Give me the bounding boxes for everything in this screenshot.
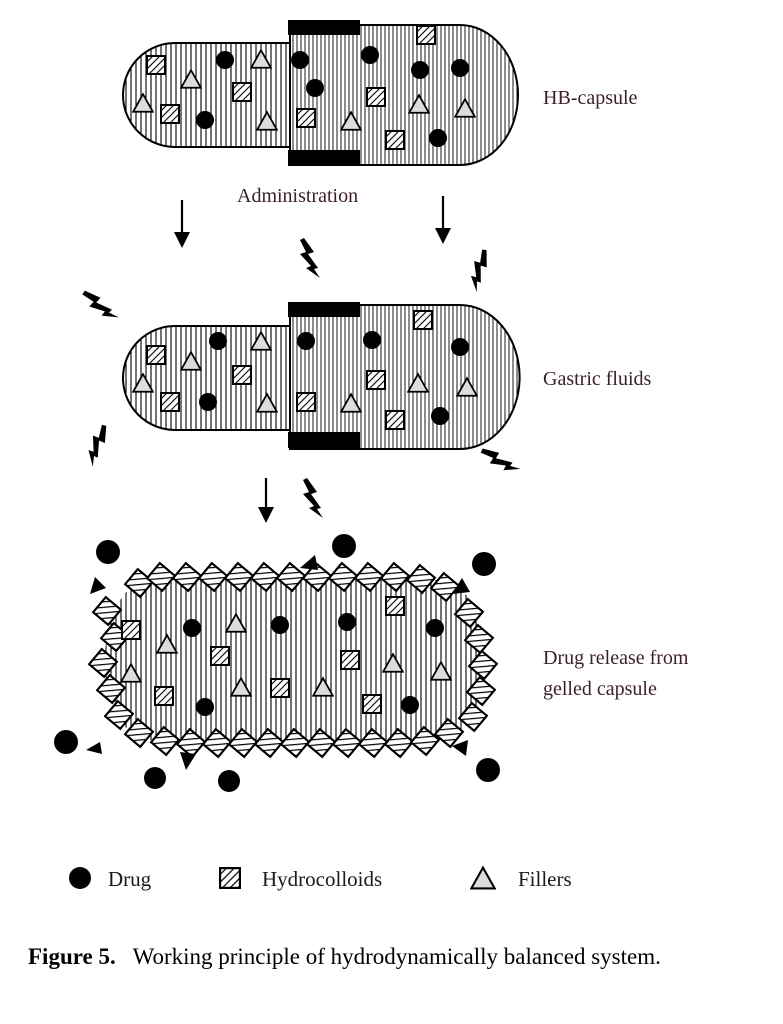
gel-inner-particles bbox=[120, 596, 452, 716]
fluid-bolt-icon bbox=[300, 238, 320, 278]
fluid-bolt-icon bbox=[81, 282, 119, 328]
capsule-band-top bbox=[288, 20, 360, 35]
stage-label-administration: Administration bbox=[237, 185, 358, 207]
stage-label-drug-release-1: Drug release from bbox=[543, 647, 689, 669]
legend-hydrocolloids-label: Hydrocolloids bbox=[262, 867, 382, 891]
legend-filler-icon bbox=[470, 866, 496, 890]
gelled-capsule bbox=[54, 534, 500, 792]
stage-label-hb: HB-capsule bbox=[543, 87, 638, 109]
capsule-band-top bbox=[288, 302, 360, 317]
figure-caption-text: Working principle of hydrodynamically ba… bbox=[132, 944, 661, 969]
legend-drug-icon bbox=[69, 867, 91, 889]
legend-fillers-label: Fillers bbox=[518, 867, 572, 891]
hbs-diagram: HB-capsule Administration bbox=[54, 20, 689, 891]
arrow-down-icon bbox=[435, 196, 451, 244]
figure-caption: Figure 5. Working principle of hydrodyna… bbox=[28, 942, 763, 972]
arrow-down-icon bbox=[258, 478, 274, 523]
capsule-particles bbox=[132, 25, 476, 150]
fluid-bolt-icon bbox=[479, 438, 521, 482]
gel-matrix bbox=[105, 580, 485, 740]
legend-hydrocolloid-icon bbox=[219, 867, 241, 889]
stage-label-drug-release-2: gelled capsule bbox=[543, 678, 657, 700]
capsule-particles bbox=[132, 310, 478, 430]
gastric-capsule bbox=[122, 302, 521, 450]
hb-capsule bbox=[122, 20, 519, 166]
arrows-row-1 bbox=[81, 196, 500, 328]
figure-label: Figure 5. bbox=[28, 944, 116, 969]
released-drug bbox=[54, 534, 500, 792]
fluid-bolt-icon bbox=[77, 423, 119, 467]
capsule-band-bottom bbox=[288, 150, 360, 166]
arrow-down-icon bbox=[174, 200, 190, 248]
capsule-band-bottom bbox=[288, 432, 360, 448]
stage-label-gastric: Gastric fluids bbox=[543, 368, 652, 390]
legend: Drug Hydrocolloids Fillers bbox=[69, 866, 572, 891]
fluid-bolt-icon bbox=[460, 247, 500, 293]
legend-drug-label: Drug bbox=[108, 867, 152, 891]
fluid-bolt-icon bbox=[303, 478, 323, 518]
